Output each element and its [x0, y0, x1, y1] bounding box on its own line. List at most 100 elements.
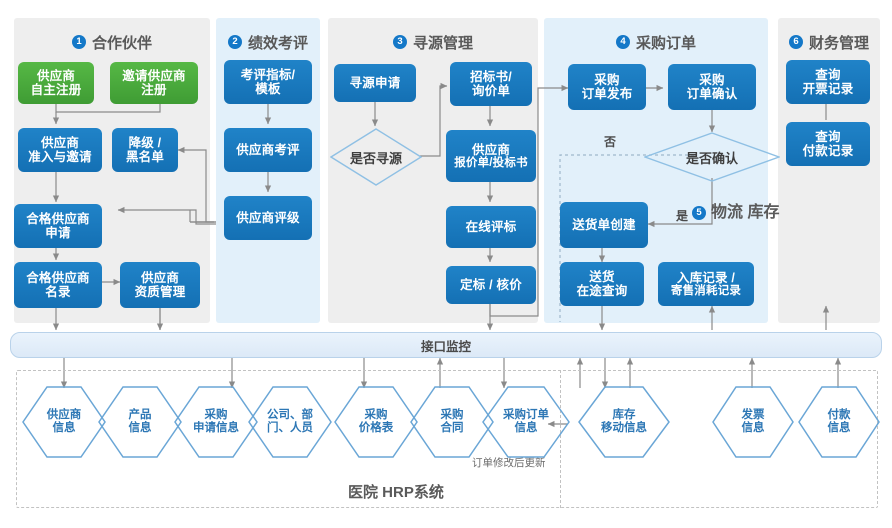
entity-line-2: 信息 — [514, 422, 538, 434]
box-line-1: 供应商 — [36, 69, 76, 83]
process-box-query-invoice-records[interactable]: 查询 开票记录 — [786, 60, 870, 104]
box-line-1: 采购 — [699, 73, 725, 87]
hrp-system-container — [16, 370, 878, 508]
entity-line-1: 采购 — [440, 408, 464, 421]
box-line-2: 名录 — [45, 285, 71, 299]
process-box-sourcing-request[interactable]: 寻源申请 — [334, 64, 416, 102]
entity-line-1: 付款 — [827, 408, 851, 421]
entity-hex-purchase-request-info[interactable]: 采购 申请信息 — [174, 386, 258, 458]
process-box-assessment-indicators-template[interactable]: 考评指标/ 模板 — [224, 60, 312, 104]
process-box-query-payment-records[interactable]: 查询 付款记录 — [786, 122, 870, 166]
entity-hex-payment-info[interactable]: 付款 信息 — [798, 386, 880, 458]
entity-label: 发票 信息 — [712, 386, 794, 458]
box-line-1: 送货 — [589, 270, 615, 284]
entity-line-1: 发票 — [741, 408, 765, 421]
entity-line-1: 产品 — [128, 408, 152, 421]
entity-hex-invoice-info[interactable]: 发票 信息 — [712, 386, 794, 458]
column-title: 寻源管理 — [412, 34, 473, 52]
column-title: 合作伙伴 — [91, 34, 152, 52]
box-line-2: 自主注册 — [30, 83, 82, 97]
box-line-2: 报价单/投标书 — [454, 156, 528, 169]
process-box-supplier-qualification-mgmt[interactable]: 供应商 资质管理 — [120, 262, 200, 308]
process-box-delivery-in-transit-query[interactable]: 送货 在途查询 — [560, 262, 644, 306]
process-box-online-bid-evaluation[interactable]: 在线评标 — [446, 206, 536, 248]
process-box-downgrade-blacklist[interactable]: 降级 / 黑名单 — [112, 128, 178, 172]
entity-label: 供应商 信息 — [22, 386, 106, 458]
entity-hex-supplier-info[interactable]: 供应商 信息 — [22, 386, 106, 458]
process-box-po-publish[interactable]: 采购 订单发布 — [568, 64, 646, 110]
column-title: 绩效考评 — [247, 34, 308, 52]
box-line-1: 入库记录 / — [676, 270, 736, 285]
box-line-1: 邀请供应商 — [122, 69, 186, 83]
process-box-supplier-rating[interactable]: 供应商评级 — [224, 196, 312, 240]
box-line-1: 查询 — [815, 68, 841, 82]
box-line-1: 供应商考评 — [236, 143, 300, 157]
process-box-qualified-supplier-directory[interactable]: 合格供应商 名录 — [14, 262, 102, 308]
process-box-delivery-note-create[interactable]: 送货单创建 — [560, 202, 648, 248]
entity-line-2: 门、人员 — [267, 422, 313, 434]
process-box-supplier-access-invite[interactable]: 供应商 准入与邀请 — [18, 128, 102, 172]
box-line-2: 注册 — [141, 83, 167, 97]
box-line-2: 准入与邀请 — [28, 150, 92, 164]
entity-label: 采购 合同 — [410, 386, 494, 458]
entity-hex-product-info[interactable]: 产品 信息 — [98, 386, 182, 458]
column-number-badge: 2 — [227, 35, 242, 49]
interface-monitoring-bar[interactable]: 接口监控 — [10, 332, 882, 358]
box-line-2: 资质管理 — [134, 285, 186, 299]
process-box-award-price-check[interactable]: 定标 / 核价 — [446, 266, 536, 304]
entity-hex-purchase-price-list[interactable]: 采购 价格表 — [334, 386, 418, 458]
box-line-1: 送货单创建 — [572, 218, 636, 232]
entity-hex-purchase-order-info[interactable]: 采购订单 信息 — [482, 386, 570, 458]
box-line-1: 供应商 — [40, 136, 80, 150]
box-line-2: 寄售消耗记录 — [670, 284, 742, 297]
process-box-qualified-supplier-apply[interactable]: 合格供应商 申请 — [14, 204, 102, 248]
entity-label: 公司、部 门、人员 — [248, 386, 332, 458]
box-line-2: 付款记录 — [802, 144, 854, 158]
entity-label: 产品 信息 — [98, 386, 182, 458]
entity-line-1: 采购订单 — [503, 408, 549, 421]
box-line-1: 考评指标/ — [240, 68, 296, 82]
section-5-line-1: 物流 — [711, 204, 744, 221]
process-box-supplier-assessment[interactable]: 供应商考评 — [224, 128, 312, 172]
column-title: 财务管理 — [808, 34, 869, 52]
entity-label: 采购订单 信息 — [482, 386, 570, 458]
process-box-tender-inquiry-doc[interactable]: 招标书/ 询价单 — [450, 62, 532, 106]
box-line-2: 黑名单 — [125, 150, 165, 164]
entity-line-2: 移动信息 — [601, 422, 647, 434]
box-line-1: 降级 / — [128, 136, 162, 150]
column-header-2: 2 绩效考评 — [216, 31, 320, 53]
process-box-inbound-consignment-record[interactable]: 入库记录 / 寄售消耗记录 — [658, 262, 754, 306]
box-line-1: 采购 — [594, 73, 620, 87]
entity-line-1: 采购 — [364, 408, 388, 421]
box-line-1: 定标 / 核价 — [460, 278, 522, 292]
entity-hex-purchase-contract[interactable]: 采购 合同 — [410, 386, 494, 458]
entity-hex-company-dept-staff[interactable]: 公司、部 门、人员 — [248, 386, 332, 458]
column-number-badge: 1 — [71, 35, 86, 49]
box-line-2: 订单发布 — [581, 87, 633, 101]
box-line-2: 开票记录 — [802, 82, 854, 96]
box-line-2: 申请 — [45, 226, 71, 240]
column-number-badge: 4 — [615, 35, 630, 49]
entity-hex-inventory-movement-info[interactable]: 库存 移动信息 — [578, 386, 670, 458]
entity-label: 库存 移动信息 — [578, 386, 670, 458]
branch-label-yes: 是 — [676, 209, 689, 223]
section-number-badge: 5 — [692, 206, 706, 221]
column-header-6: 6 财务管理 — [778, 31, 880, 53]
hrp-system-title: 医院 HRP系统 — [348, 484, 444, 501]
column-header-1: 1 合作伙伴 — [14, 31, 210, 53]
box-line-1: 合格供应商 — [26, 271, 90, 285]
entity-line-2: 合同 — [440, 422, 464, 434]
process-box-invite-supplier-register[interactable]: 邀请供应商 注册 — [110, 62, 198, 104]
branch-label-no: 否 — [604, 135, 617, 149]
decision-sourcing[interactable]: 是否寻源 — [330, 128, 422, 186]
process-box-supplier-self-register[interactable]: 供应商 自主注册 — [18, 62, 94, 104]
process-box-po-confirm[interactable]: 采购 订单确认 — [668, 64, 756, 110]
box-line-1: 供应商 — [471, 142, 511, 157]
column-number-badge: 3 — [392, 35, 407, 49]
box-line-2: 订单确认 — [686, 87, 738, 101]
hrp-section-divider — [560, 370, 561, 508]
column-header-3: 3 寻源管理 — [328, 31, 538, 53]
process-box-supplier-quote-bid[interactable]: 供应商 报价单/投标书 — [446, 130, 536, 182]
decision-confirm[interactable]: 是否确认 — [644, 132, 780, 182]
